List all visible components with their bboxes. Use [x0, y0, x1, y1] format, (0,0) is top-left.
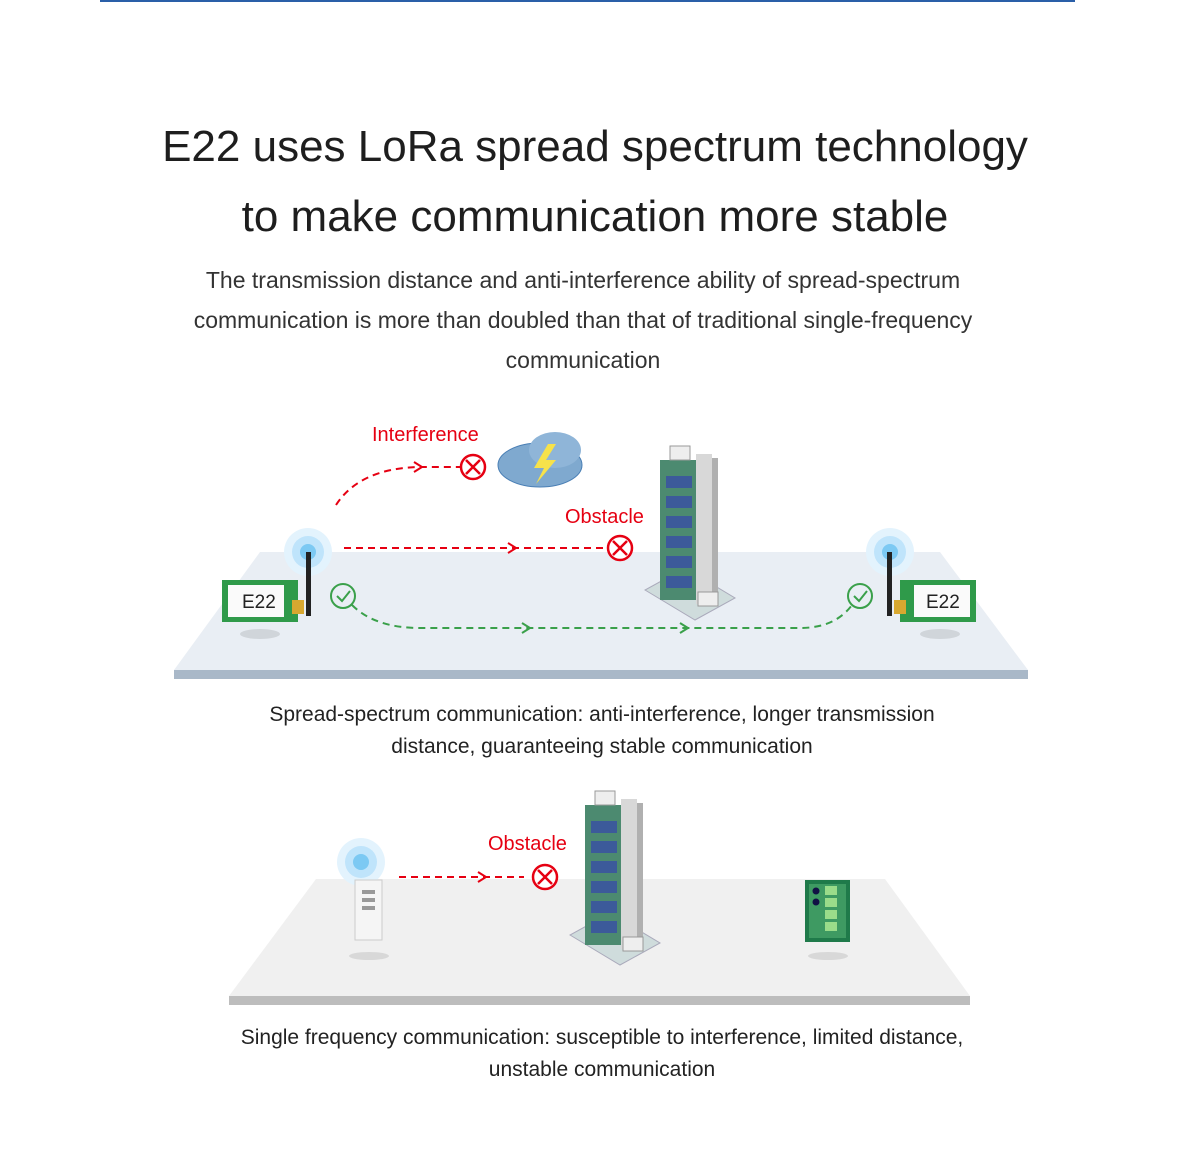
obstacle-label: Obstacle	[488, 833, 567, 855]
e22-module-right: E22	[866, 528, 976, 639]
module-label: E22	[242, 592, 276, 613]
title-line-1: E22 uses LoRa spread spectrum technology	[162, 122, 1028, 171]
single-frequency-caption: Single frequency communication: suscepti…	[240, 1026, 964, 1081]
interference-label: Interference	[372, 424, 479, 446]
storm-cloud-icon	[497, 432, 583, 488]
ground-plane	[174, 552, 1028, 670]
single-frequency-device	[337, 838, 389, 960]
module-label: E22	[926, 592, 960, 613]
ground-edge	[229, 996, 970, 1005]
top-divider	[100, 0, 1075, 2]
e22-module-left: E22	[222, 528, 332, 639]
ground-edge	[174, 670, 1028, 679]
building-icon	[644, 445, 736, 621]
single-frequency-diagram: Obstacle	[229, 790, 970, 1005]
blocked-icon	[606, 534, 634, 562]
building-icon	[569, 790, 661, 966]
title-line-2: to make communication more stable	[241, 192, 949, 241]
spread-spectrum-caption: Spread-spectrum communication: anti-inte…	[269, 703, 935, 758]
page-subtitle: The transmission distance and anti-inter…	[193, 267, 973, 373]
interference-path	[335, 466, 460, 506]
page-title: E22 uses LoRa spread spectrum technology…	[0, 112, 1190, 252]
receiver-board-icon	[805, 880, 850, 960]
obstacle-label: Obstacle	[565, 506, 644, 528]
blocked-icon	[531, 863, 559, 891]
success-path	[351, 604, 853, 629]
spread-spectrum-diagram: Interference Obstacle E22 E22	[174, 424, 1028, 679]
blocked-icon	[459, 453, 487, 481]
